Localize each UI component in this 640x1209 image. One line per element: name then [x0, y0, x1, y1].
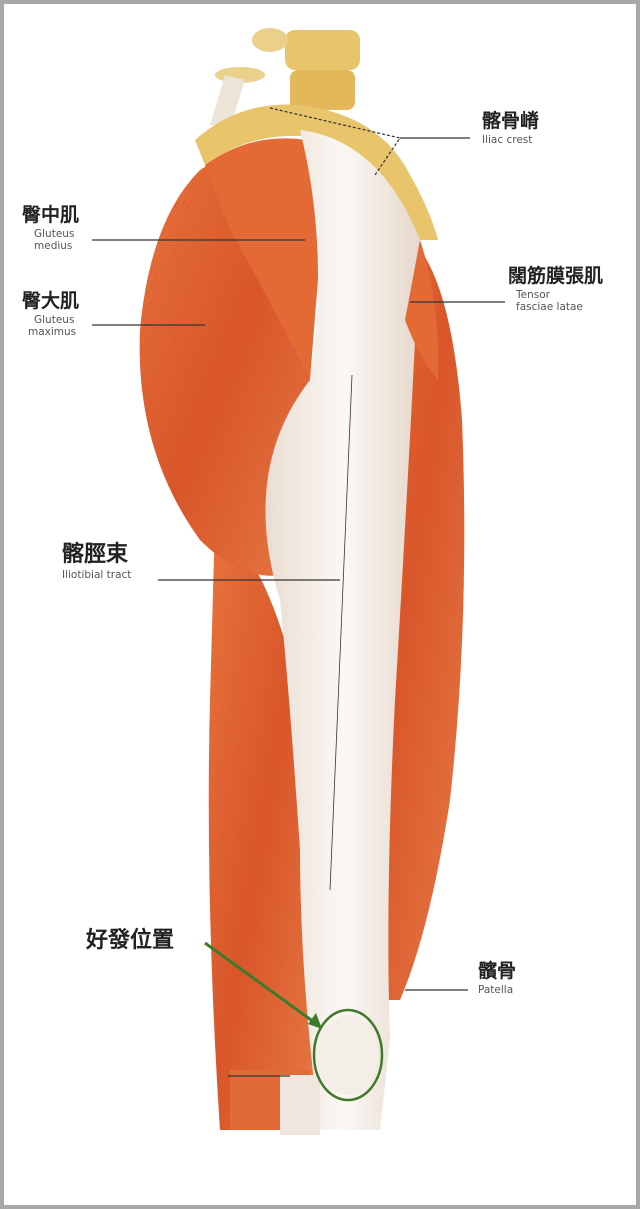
label-zh: 好發位置 [86, 928, 175, 953]
label-zh: 臀中肌 [22, 204, 80, 226]
vertebra-bone [210, 28, 360, 128]
label-zh: 髕骨 [478, 960, 517, 982]
common-site-circle [312, 1008, 384, 1102]
patella-bone [318, 1015, 378, 1095]
label-gluteus-maximus: 臀大肌 Gluteus maximus [22, 292, 79, 337]
label-zh: 髂脛束 [62, 542, 129, 567]
label-en: Gluteus [34, 314, 75, 326]
label-en: Patella [478, 984, 514, 996]
label-tensor-fasciae-latae: 闊筋膜張肌 Tensor fasciae latae [508, 267, 603, 312]
label-en: Tensor [516, 289, 550, 301]
tensor-fasciae-latae-muscle [405, 240, 439, 380]
common-site-arrow [204, 941, 319, 1027]
gluteus-medius-muscle [205, 138, 330, 380]
label-patella: 髕骨 Patella [478, 962, 516, 996]
label-iliotibial-tract: 髂脛束 Iliotibial tract [62, 544, 131, 581]
label-zh: 闊筋膜張肌 [508, 265, 604, 287]
label-en2: maximus [28, 325, 77, 338]
label-common-site: 好發位置 [86, 930, 174, 952]
label-zh: 髂骨嵴 [482, 110, 540, 132]
label-en2: fasciae latae [516, 300, 583, 313]
label-en: Iliac crest [482, 134, 533, 146]
iliotibial-tract [265, 130, 420, 1130]
label-iliac-crest: 髂骨嵴 Iliac crest [482, 112, 539, 146]
label-en: Gluteus [34, 228, 75, 240]
leader-lines [92, 107, 505, 1077]
label-zh: 臀大肌 [22, 290, 80, 312]
iliac-crest-bone [195, 104, 438, 240]
label-en: Iliotibial tract [62, 569, 132, 581]
label-en2: medius [34, 239, 73, 252]
label-gluteus-medius: 臀中肌 Gluteus medius [22, 206, 79, 251]
